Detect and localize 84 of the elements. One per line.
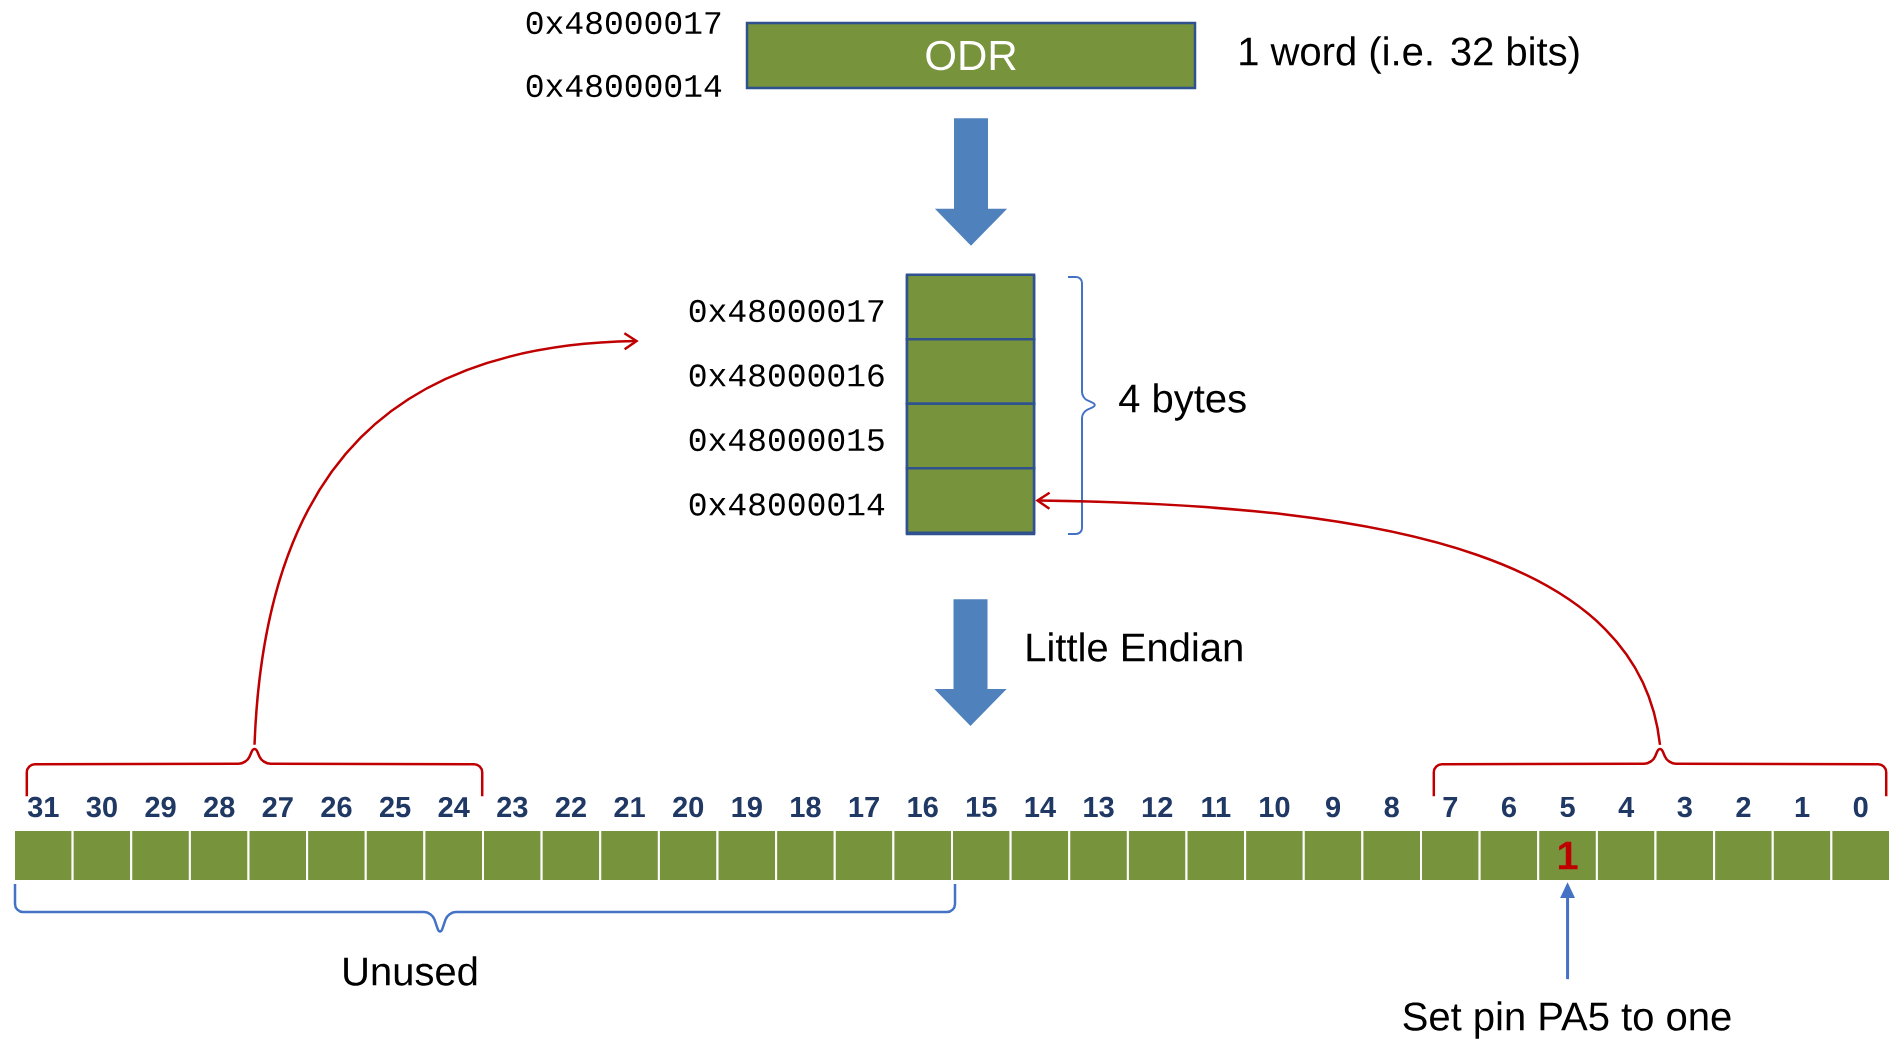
- bit-number: 27: [262, 796, 293, 818]
- byte-cell: [905, 273, 1036, 341]
- bit-cell: [1009, 829, 1071, 882]
- bit-number: 8: [1384, 796, 1399, 818]
- bit-number: 25: [379, 796, 411, 818]
- bit-number: 7: [1443, 797, 1458, 817]
- byte-cell: [905, 467, 1036, 534]
- bit-number: 28: [204, 796, 235, 818]
- curved-arrow: [1035, 491, 1662, 746]
- bit-number: 5: [1560, 796, 1575, 818]
- size-label: 4 bytes: [1119, 383, 1246, 421]
- bit-number: 31: [27, 796, 59, 818]
- bit-cell: [13, 829, 74, 882]
- bit-number: 26: [321, 796, 352, 818]
- bit-number: 18: [791, 796, 821, 818]
- bit-cell: [1420, 829, 1481, 882]
- bit-cell: [540, 829, 602, 882]
- bit-cell: [306, 829, 367, 882]
- bit-cell: 1: [1537, 829, 1598, 882]
- bit-number: 13: [1084, 796, 1114, 818]
- brace-label: Unused: [344, 956, 477, 986]
- edge-label: Little Endian: [1027, 632, 1242, 662]
- address-text: 0x48000017: [689, 299, 884, 323]
- bit-cell: [1713, 829, 1774, 882]
- bit-cell: [951, 829, 1012, 882]
- bit-number: 17: [849, 797, 879, 817]
- byte-cell: [905, 402, 1036, 470]
- bit-number: 10: [1260, 796, 1290, 818]
- address-text: 0x48000014: [526, 74, 722, 98]
- size-label: 1 word (i.e. 32 bits): [1240, 36, 1579, 74]
- bit-cell: [1830, 829, 1890, 882]
- bit-cell: [364, 829, 426, 882]
- bit-cell: [775, 829, 836, 882]
- address-text: 0x48000017: [526, 11, 721, 35]
- bit-number: 30: [86, 796, 117, 818]
- bit-cell: [892, 829, 953, 882]
- address-text: 0x48000014: [689, 493, 885, 516]
- bit-number: 1: [1795, 797, 1810, 817]
- bit-cell: [833, 829, 895, 882]
- bit-cell: [716, 829, 778, 882]
- bracket: [25, 749, 484, 797]
- bit-number: 11: [1202, 797, 1231, 817]
- address-text: 0x48000016: [689, 364, 884, 387]
- bit-cell: [1185, 829, 1247, 882]
- note-text: Set pin PA5 to one: [1403, 1001, 1731, 1039]
- bit-number: 19: [732, 796, 762, 818]
- bit-cell: [1654, 829, 1716, 882]
- bit-number: 6: [1501, 796, 1516, 818]
- bit-cell: [1302, 829, 1364, 882]
- bit-number: 2: [1736, 796, 1751, 818]
- bit-cell: [188, 829, 250, 882]
- bit-cell: [130, 829, 191, 882]
- bit-number: 22: [555, 796, 586, 818]
- bit-number: 21: [614, 796, 645, 818]
- bit-cell: [423, 829, 484, 882]
- bit-number: 4: [1618, 797, 1635, 817]
- curved-arrow: [253, 332, 639, 745]
- bit-number: 14: [1025, 797, 1056, 817]
- bit-cell: [599, 829, 660, 882]
- bit-cell: [1244, 829, 1305, 882]
- bit-number: 3: [1677, 796, 1692, 818]
- bit-cell: [1771, 829, 1833, 882]
- bit-number: 24: [438, 796, 470, 818]
- bit-cell: [482, 829, 543, 882]
- bit-number: 0: [1853, 796, 1868, 818]
- byte-cell: [905, 338, 1036, 405]
- bit-number: 29: [145, 796, 176, 818]
- bit-cell: [657, 829, 719, 882]
- bit-number: 15: [967, 796, 997, 818]
- bracket: [1432, 749, 1888, 797]
- bit-number: 16: [908, 796, 938, 818]
- bit-cell: [1361, 829, 1422, 882]
- bit-cell: [1478, 829, 1540, 882]
- bit-cell: [1068, 829, 1129, 882]
- bit-number: 23: [497, 796, 528, 818]
- register-box: ODR: [745, 21, 1197, 90]
- bit-cell: [1595, 829, 1657, 882]
- address-text: 0x48000015: [689, 428, 884, 452]
- bit-cell: [71, 829, 133, 882]
- bit-number: 20: [673, 796, 704, 818]
- bit-cell: [247, 829, 309, 882]
- bit-cell: [1126, 829, 1188, 882]
- bit-number: 9: [1326, 796, 1341, 818]
- bit-number: 12: [1142, 796, 1173, 818]
